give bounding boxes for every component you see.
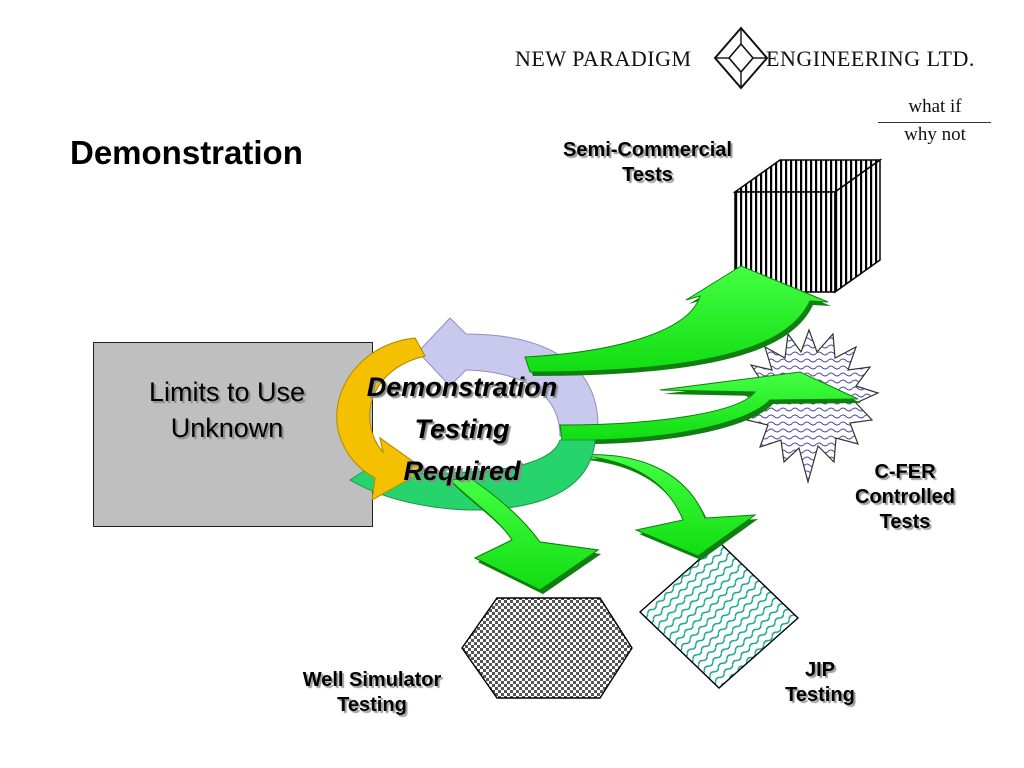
tagline-bottom: why not [904, 124, 966, 145]
demonstration-testing-required-text: Demonstration Testing Required [333, 366, 591, 492]
jip-line2: Testing [785, 684, 855, 706]
limits-to-use-line1: Limits to Use [148, 377, 306, 407]
brand-name-left: NEW PARADIGM [515, 46, 692, 71]
c-fer-line3: Tests [879, 511, 931, 533]
semi-commercial-line1: Semi-Commercial [563, 139, 732, 161]
center-line2: Testing [414, 414, 510, 444]
semi-commercial-label: Semi-Commercial Tests [520, 138, 775, 188]
arrow-to-semi-commercial [524, 265, 831, 376]
jip-diamond-icon [638, 541, 800, 689]
c-fer-starburst-icon [740, 328, 880, 485]
limits-to-use-text: Limits to Use Unknown [93, 374, 361, 446]
c-fer-line1: C-FER [874, 461, 936, 483]
semi-commercial-line2: Tests [622, 164, 673, 186]
well-simulator-line1: Well Simulator [302, 669, 442, 691]
jip-label: JIP Testing [760, 658, 880, 708]
tagline-top: what if [908, 96, 962, 117]
c-fer-label: C-FER Controlled Tests [835, 460, 975, 535]
jip-line1: JIP [804, 659, 836, 681]
arrow-to-c-fer [559, 371, 861, 445]
logo-diamond-icon [713, 26, 769, 90]
brand-name-right: ENGINEERING LTD. [766, 46, 975, 71]
tagline-divider [878, 122, 991, 123]
page-title: Demonstration [70, 134, 303, 171]
well-simulator-line2: Testing [337, 694, 407, 716]
center-line1: Demonstration [366, 372, 558, 402]
well-simulator-label: Well Simulator Testing [262, 668, 482, 718]
limits-to-use-line2: Unknown [170, 413, 284, 443]
well-simulator-hexagon-icon [461, 597, 633, 699]
c-fer-line2: Controlled [855, 486, 955, 508]
arrow-to-jip [574, 453, 758, 560]
center-line3: Required [403, 456, 521, 486]
